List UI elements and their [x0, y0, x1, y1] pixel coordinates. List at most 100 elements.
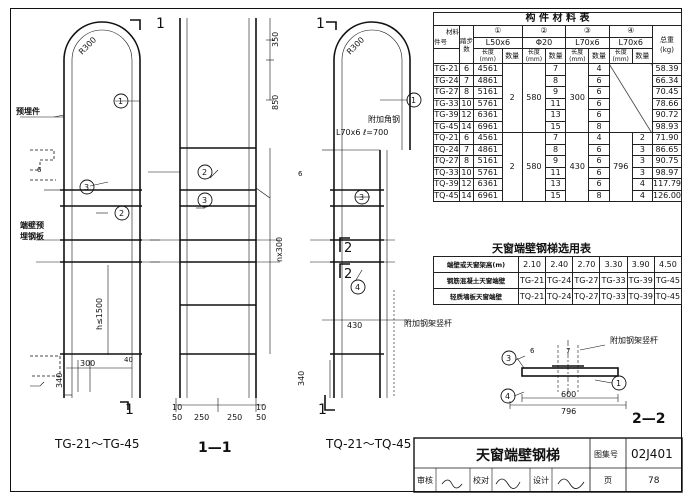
cell-qty-4: 4: [631, 178, 654, 191]
cell-steps: 8: [459, 155, 474, 168]
callout-4b: 4: [505, 392, 510, 401]
sel-code: TG-39: [626, 272, 655, 289]
cell-length-4: 796: [608, 132, 633, 202]
cell-length-1: 5761: [473, 97, 503, 110]
dim-10-r: 10: [256, 403, 266, 412]
label-extra-angle-spec: L70x6 ℓ=700: [336, 128, 388, 137]
hd-num-3: ③: [565, 25, 610, 38]
dim-50: 50: [172, 413, 182, 422]
cell-part-no: TQ-33: [433, 166, 460, 179]
label-extra-post: 附加钢架竖杆: [404, 318, 452, 328]
sel-row-label: 钢筋混凝土天窗端壁: [433, 272, 519, 289]
leaders: [89, 99, 613, 397]
hd-qty-4: 数量: [631, 48, 654, 64]
sel-code: TG-24: [545, 272, 574, 289]
dim-h1500: h≤1500: [95, 298, 104, 330]
cell-qty-3: 6: [588, 178, 610, 191]
title-block-design: 设计: [533, 475, 549, 485]
dim-10: 10: [172, 403, 182, 412]
cell-steps: 10: [459, 97, 474, 110]
hd-blank: [433, 48, 460, 64]
callout-3c: 3: [359, 193, 364, 202]
callout-3a: 3: [84, 183, 89, 192]
cell-qty-3: 6: [588, 74, 610, 87]
drawing-sheet: [10, 8, 682, 492]
cell-length-1: 4561: [473, 132, 503, 145]
materials-table-title: 构 件 材 料 表: [433, 12, 682, 26]
dim-50-r: 50: [256, 413, 266, 422]
cell-length-3: 430: [565, 132, 590, 202]
dim-250-a: 250: [194, 413, 209, 422]
cell-qty-4: 2: [631, 132, 654, 145]
sel-code: TQ-24: [545, 288, 574, 305]
cell-total-weight: 126.00: [652, 189, 682, 202]
hd-qty-1: 数量: [501, 48, 523, 64]
section-1-1: [148, 18, 280, 412]
cell-total-weight: 70.45: [652, 86, 682, 99]
cell-qty-2: 13: [545, 178, 567, 191]
sel-code: TG-27: [572, 272, 601, 289]
hd-part-no: 件号: [434, 38, 447, 46]
cell-length-1: 5761: [473, 166, 503, 179]
label-extra-post-2: 附加钢架竖杆: [610, 335, 658, 345]
hd-material: 材料: [446, 28, 459, 36]
cell-qty-3: 6: [588, 109, 610, 122]
cell-part-no: TQ-39: [433, 178, 460, 191]
cell-length-4-empty: [608, 63, 654, 133]
callout-1a: 1: [118, 97, 123, 106]
cell-length-1: 6361: [473, 178, 503, 191]
dim-796: 796: [561, 407, 576, 416]
cell-steps: 12: [459, 109, 474, 122]
sel-code: TG-33: [599, 272, 628, 289]
cell-qty-1: 2: [501, 63, 523, 133]
sel-height-2: 2.40: [545, 256, 574, 273]
materials-table: 构 件 材 料 表 材料件号 踏步数 ① ② ③ ④ 总重(kg) L50x6 …: [433, 12, 682, 202]
sel-height-4: 3.30: [599, 256, 628, 273]
callout-3d: 3: [506, 354, 511, 363]
cell-qty-1: 2: [501, 132, 523, 202]
cell-part-no: TG-21: [433, 63, 460, 76]
sec-mark-1-bottom-right: 1: [318, 402, 327, 418]
cell-total-weight: 66.34: [652, 74, 682, 87]
hd-qty-2: 数量: [545, 48, 567, 64]
hd-sec-3: L70x6: [565, 36, 610, 49]
dim-40: 40: [124, 356, 133, 364]
sel-height-6: 4.50: [653, 256, 683, 273]
title-block-review: 审核: [417, 475, 433, 485]
sec-mark-2-a: 2: [344, 241, 352, 256]
cell-length-1: 4861: [473, 143, 503, 156]
cell-steps: 7: [459, 143, 474, 156]
cell-total-weight: 86.65: [652, 143, 682, 156]
cell-total-weight: 71.90: [652, 132, 682, 145]
cell-qty-2: 11: [545, 166, 567, 179]
hd-sec-4: L70x6: [608, 36, 654, 49]
dim-600: 600: [561, 390, 576, 399]
cell-total-weight: 78.66: [652, 97, 682, 110]
title-block-atlas-label: 图集号: [594, 449, 618, 459]
dim-6a: 6: [37, 166, 42, 174]
sel-code: TG-21: [517, 272, 547, 289]
cell-total-weight: 98.97: [652, 166, 682, 179]
callout-1c: 1: [616, 379, 621, 388]
cell-qty-3: 6: [588, 166, 610, 179]
cell-qty-4: 3: [631, 166, 654, 179]
cell-qty-2: 7: [545, 132, 567, 145]
sel-row-label: 轻质墙板天窗端壁: [433, 288, 519, 305]
sel-height-3: 2.70: [572, 256, 601, 273]
title-block-title: 天窗端壁钢梯: [476, 447, 560, 464]
hd-num-1: ①: [473, 25, 523, 38]
dim-r300-right: R300: [345, 35, 366, 56]
dim-350: 350: [271, 32, 280, 47]
sec-mark-1-bottom-left: 1: [125, 402, 134, 418]
callout-circles: [79, 92, 627, 404]
